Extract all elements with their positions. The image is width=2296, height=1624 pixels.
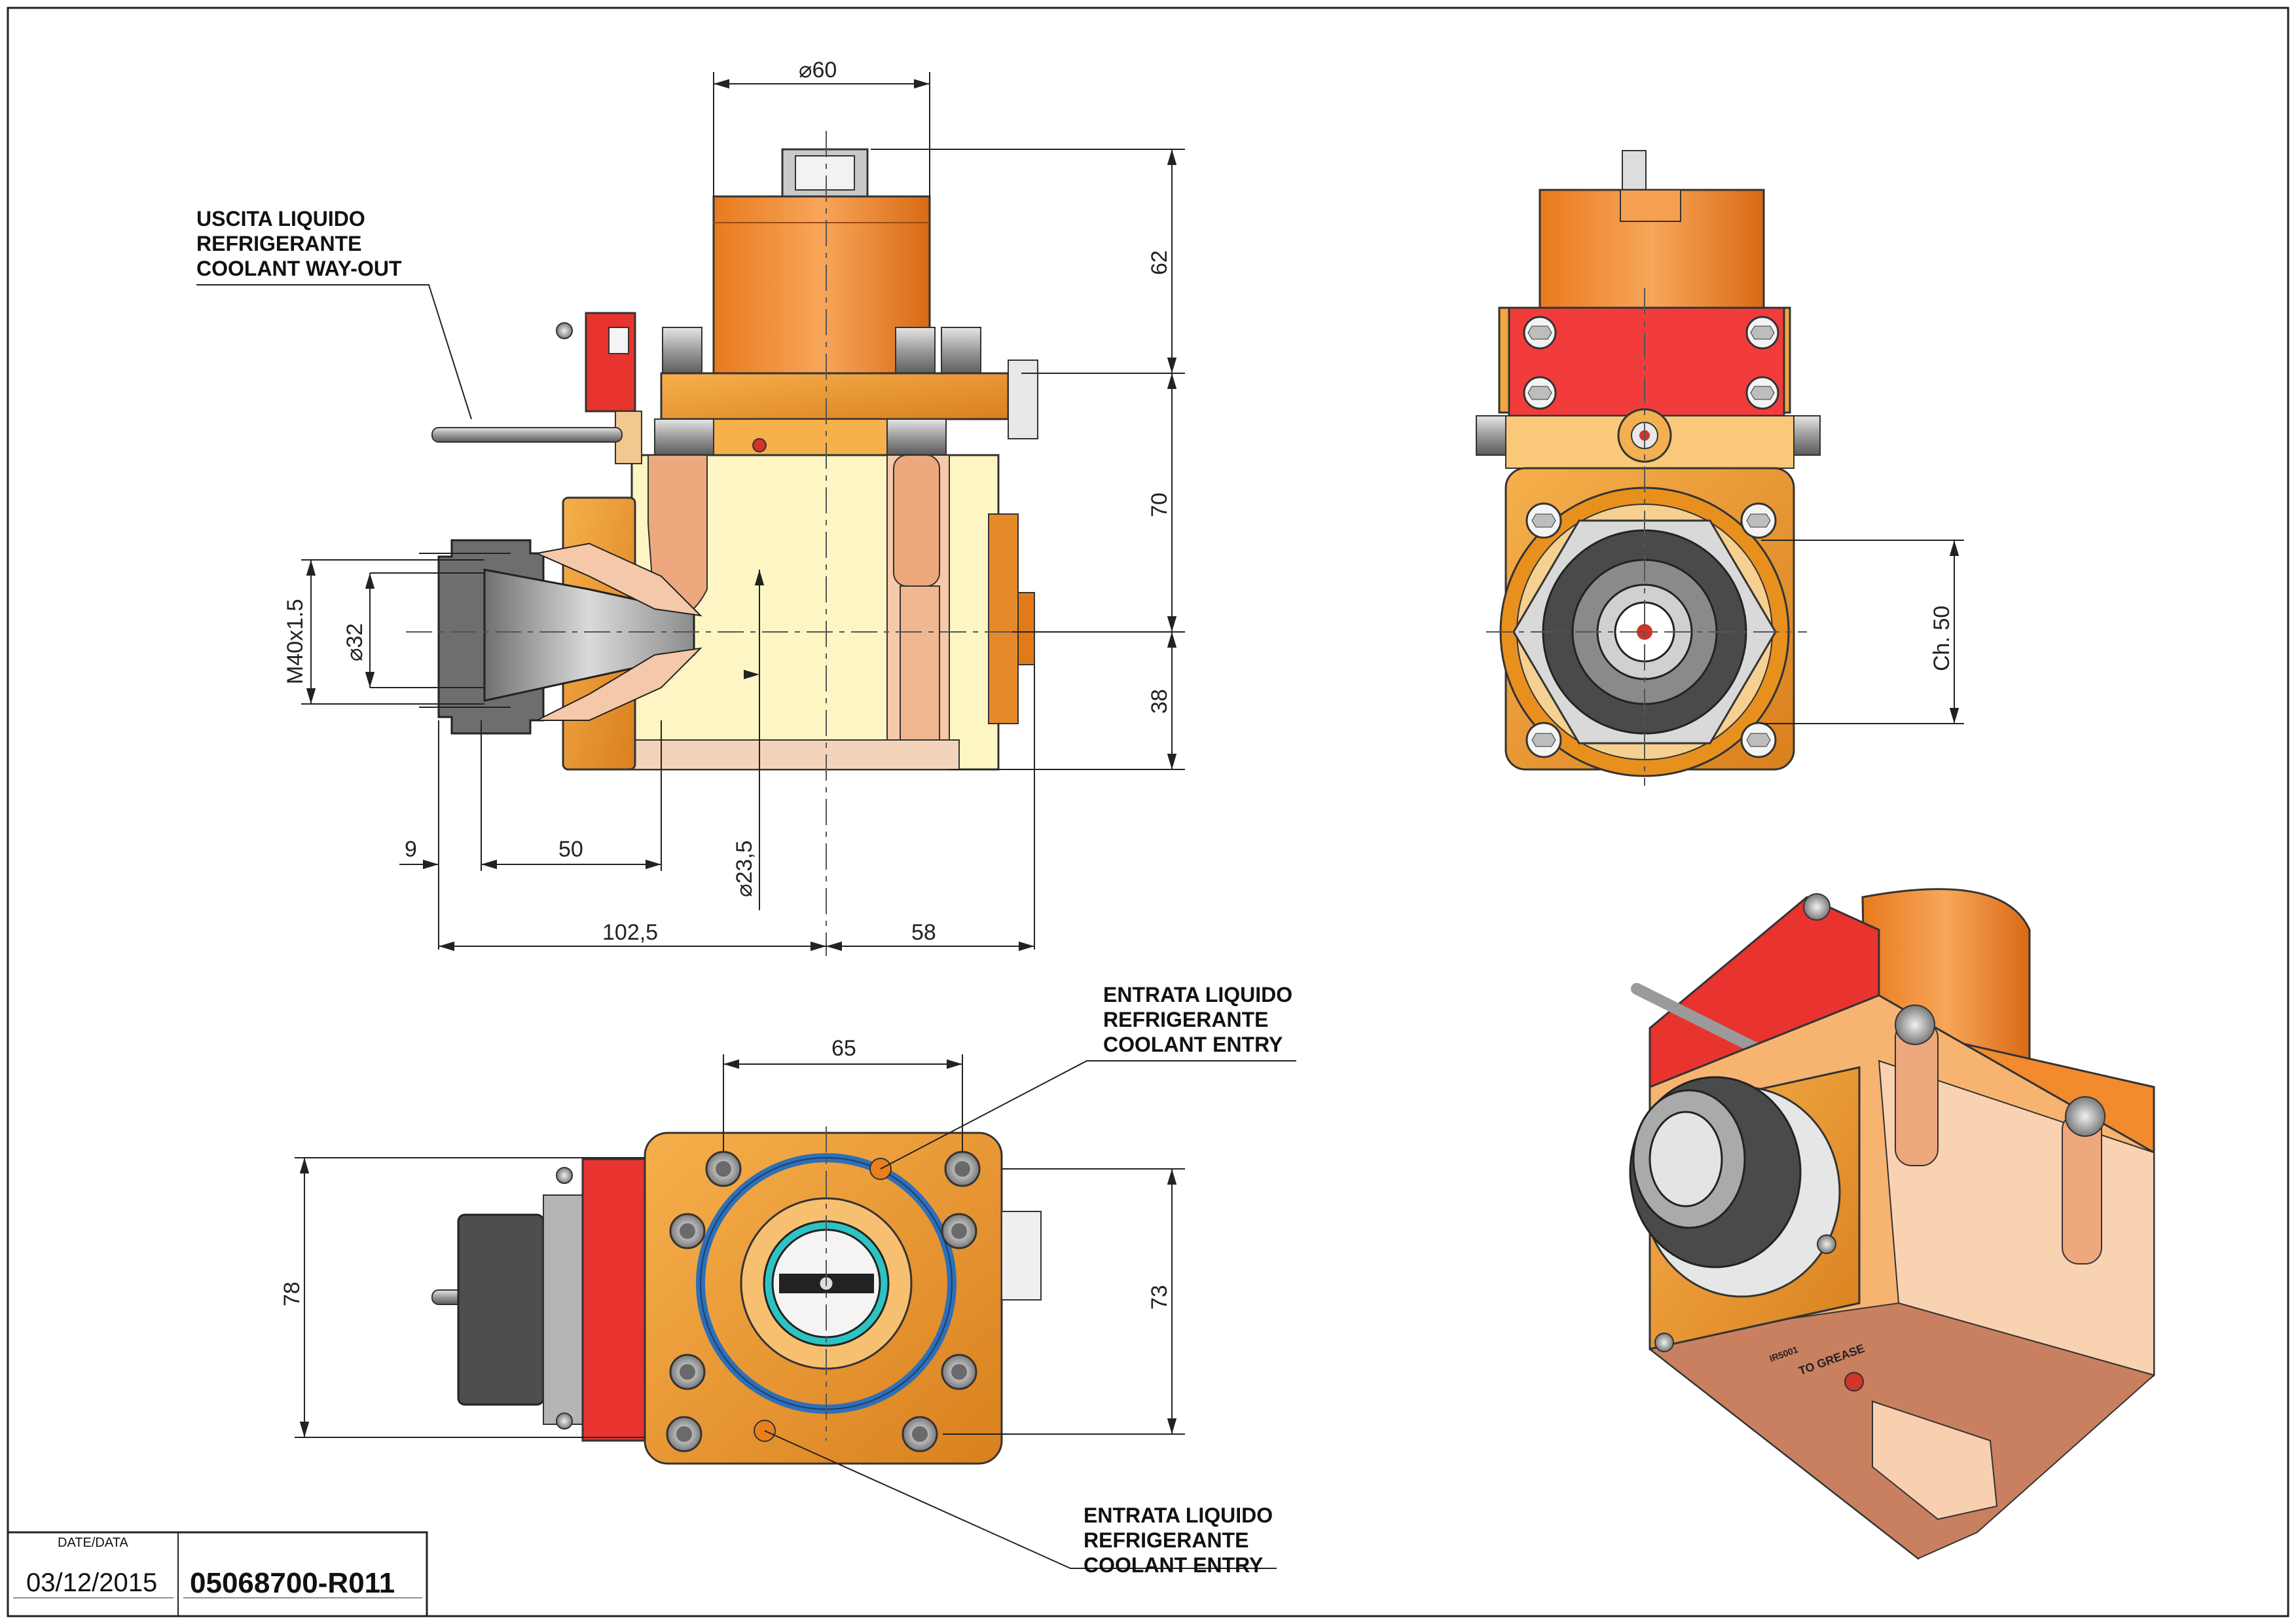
bottom-bolt-3 <box>669 1213 706 1249</box>
dim-38: 38 <box>1147 689 1172 714</box>
title-block-date-label: DATE/DATA <box>58 1536 128 1550</box>
note-coolant-entry-bottom-line3: COOLANT ENTRY <box>1084 1553 1263 1577</box>
note-coolant-entry-bottom-line1: ENTRATA LIQUIDO <box>1084 1504 1273 1527</box>
front-bolt-br <box>1745 376 1779 410</box>
dim-62: 62 <box>1147 250 1172 275</box>
note-coolant-entry-top-line1: ENTRATA LIQUIDO <box>1103 983 1292 1006</box>
dim-dia-23-5: ⌀23,5 <box>732 840 757 897</box>
note-coolant-out-line2: REFRIGERANTE <box>196 232 361 255</box>
note-coolant-entry-top-line2: REFRIGERANTE <box>1103 1008 1268 1031</box>
front-view <box>1476 150 1821 786</box>
dim-dia-60: ⌀60 <box>799 58 837 83</box>
dim-thread: M40x1.5 <box>283 599 308 684</box>
bottom-bolt-7 <box>666 1416 702 1452</box>
bottom-bolt-5 <box>669 1354 706 1390</box>
bottom-bolt-4 <box>941 1213 977 1249</box>
title-block-drawing-code: 05068700-R011 <box>190 1567 395 1599</box>
dim-65: 65 <box>831 1036 856 1061</box>
side-view-dimensions <box>196 72 1185 951</box>
front-body-bolt-2 <box>1740 502 1777 539</box>
isometric-view <box>1629 888 2156 1560</box>
dim-50: 50 <box>558 837 583 862</box>
note-coolant-out-line3: COOLANT WAY-OUT <box>196 257 402 280</box>
dim-dia-32: ⌀32 <box>342 623 367 661</box>
dim-78: 78 <box>280 1282 304 1306</box>
bottom-bolt-8 <box>902 1416 938 1452</box>
front-view-dimensions <box>1761 540 1964 724</box>
front-bolt-tr <box>1745 316 1779 350</box>
side-view <box>406 131 1048 956</box>
sheet-border <box>7 7 2289 1617</box>
front-bolt-tl <box>1523 316 1557 350</box>
bottom-view-dimensions <box>295 1054 1296 1569</box>
dim-102-5: 102,5 <box>602 920 658 945</box>
note-coolant-entry-top-line3: COOLANT ENTRY <box>1103 1033 1283 1056</box>
dim-9: 9 <box>405 837 417 862</box>
bottom-view <box>431 1126 1042 1465</box>
note-coolant-entry-bottom-line2: REFRIGERANTE <box>1084 1528 1248 1552</box>
bottom-bolt-2 <box>944 1151 981 1187</box>
dim-70: 70 <box>1147 492 1172 517</box>
front-bolt-bl <box>1523 376 1557 410</box>
bottom-bolt-6 <box>941 1354 977 1390</box>
note-coolant-out-line1: USCITA LIQUIDO <box>196 207 365 231</box>
front-body-bolt-3 <box>1525 722 1562 758</box>
dim-73: 73 <box>1147 1285 1172 1310</box>
front-body-bolt-4 <box>1740 722 1777 758</box>
bottom-bolt-1 <box>705 1151 742 1187</box>
dim-ch50: Ch. 50 <box>1929 606 1954 671</box>
front-body-bolt-1 <box>1525 502 1562 539</box>
dim-58: 58 <box>911 920 936 945</box>
title-block <box>7 1531 428 1617</box>
title-block-date-value: 03/12/2015 <box>26 1568 157 1597</box>
